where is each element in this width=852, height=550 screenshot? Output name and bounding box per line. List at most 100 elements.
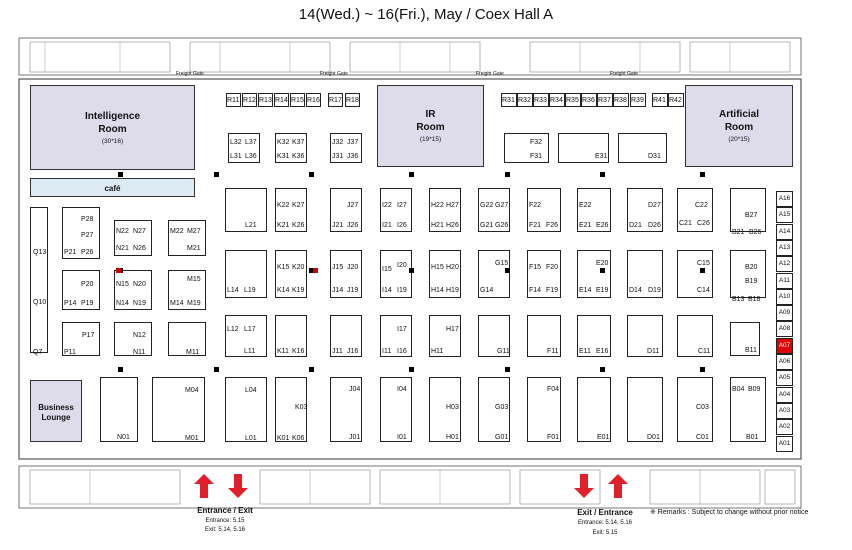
booth-block[interactable] — [330, 133, 362, 163]
booth-block[interactable] — [730, 377, 766, 442]
booth-block[interactable] — [577, 315, 611, 357]
booth-a13[interactable]: A13 — [776, 239, 793, 256]
booth-block[interactable] — [577, 250, 611, 298]
booth-block[interactable] — [100, 377, 138, 442]
booth-block[interactable] — [114, 220, 152, 256]
booth-block[interactable] — [62, 207, 100, 259]
booth-block[interactable] — [527, 188, 561, 232]
booth-a07[interactable]: A07 — [776, 337, 793, 354]
booth-a08[interactable]: A08 — [776, 321, 793, 338]
booth-block[interactable] — [501, 93, 517, 107]
booth-block[interactable] — [274, 93, 289, 107]
booth-block[interactable] — [677, 315, 713, 357]
booth-block[interactable] — [62, 322, 100, 356]
booth-block[interactable] — [677, 377, 713, 442]
booth-block[interactable] — [275, 315, 307, 357]
booth-block[interactable] — [330, 377, 362, 442]
booth-block[interactable] — [478, 250, 510, 298]
booth-block[interactable] — [380, 188, 412, 232]
booth-a05[interactable]: A05 — [776, 370, 793, 387]
booth-block[interactable] — [114, 270, 152, 310]
booth-a06[interactable]: A06 — [776, 354, 793, 370]
booth-block[interactable] — [258, 93, 273, 107]
booth-block[interactable] — [668, 93, 684, 107]
booth-block[interactable] — [504, 133, 549, 163]
booth-block[interactable] — [478, 315, 510, 357]
booth-block[interactable] — [328, 93, 343, 107]
booth-block[interactable] — [168, 322, 206, 356]
booth-a04[interactable]: A04 — [776, 386, 793, 403]
booth-block[interactable] — [527, 315, 561, 357]
booth-block[interactable] — [730, 250, 766, 298]
booth-block[interactable] — [730, 322, 760, 356]
booth-block[interactable] — [527, 250, 561, 298]
booth-block[interactable] — [429, 315, 461, 357]
booth-block[interactable] — [275, 250, 307, 298]
booth-block[interactable] — [517, 93, 533, 107]
booth-a16[interactable]: A16 — [776, 191, 793, 207]
booth-block[interactable] — [306, 93, 321, 107]
booth-block[interactable] — [577, 377, 611, 442]
booth-block[interactable] — [330, 315, 362, 357]
booth-block[interactable] — [565, 93, 581, 107]
booth-block[interactable] — [168, 270, 206, 310]
booth-block[interactable] — [478, 377, 510, 442]
booth-block[interactable] — [677, 188, 713, 232]
booth-a10[interactable]: A10 — [776, 288, 793, 305]
booth-block[interactable] — [549, 93, 565, 107]
booth-block[interactable] — [429, 377, 461, 442]
booth-block[interactable] — [652, 93, 668, 107]
booth-block[interactable] — [114, 322, 152, 356]
booth-block[interactable] — [225, 188, 267, 232]
booth-block[interactable] — [627, 250, 663, 298]
booth-a15[interactable]: A15 — [776, 207, 793, 224]
booth-block[interactable] — [429, 250, 461, 298]
booth-a12[interactable]: A12 — [776, 256, 793, 273]
booth-block[interactable] — [627, 315, 663, 357]
booth-block[interactable] — [275, 133, 307, 163]
booth-block[interactable] — [533, 93, 549, 107]
booth-block[interactable] — [478, 188, 510, 232]
booth-block[interactable] — [225, 377, 267, 442]
booth-block[interactable] — [30, 207, 48, 353]
booth-block[interactable] — [613, 93, 629, 107]
booth-block[interactable] — [527, 377, 561, 442]
booth-block[interactable] — [581, 93, 597, 107]
booth-a03[interactable]: A03 — [776, 402, 793, 419]
booth-block[interactable] — [226, 93, 241, 107]
booth-block[interactable] — [730, 188, 766, 232]
booth-block[interactable] — [228, 133, 260, 163]
booth-block[interactable] — [62, 270, 100, 310]
booth-block[interactable] — [577, 188, 611, 232]
booth-block[interactable] — [558, 133, 609, 163]
booth-block[interactable] — [225, 315, 267, 357]
booth-block[interactable] — [429, 188, 461, 232]
booth-block[interactable] — [380, 377, 412, 442]
booth-block[interactable] — [275, 188, 307, 232]
booth-block[interactable] — [597, 93, 613, 107]
booth-block[interactable] — [290, 93, 305, 107]
booth-block[interactable] — [242, 93, 257, 107]
booth-block[interactable] — [275, 377, 307, 442]
booth-block[interactable] — [168, 220, 206, 256]
booth-a09[interactable]: A09 — [776, 305, 793, 322]
booth-block[interactable] — [330, 250, 362, 298]
booth-block[interactable] — [380, 315, 412, 357]
booth-block[interactable] — [380, 250, 412, 298]
booth-block[interactable] — [345, 93, 360, 107]
booth-block[interactable] — [630, 93, 646, 107]
booth-block[interactable] — [627, 188, 663, 232]
booth-block[interactable] — [627, 377, 663, 442]
cafe[interactable]: café — [30, 178, 195, 197]
booth-block[interactable] — [677, 250, 713, 298]
booth-block[interactable] — [618, 133, 667, 163]
booth-block[interactable] — [330, 188, 362, 232]
booth-a11[interactable]: A11 — [776, 272, 793, 289]
booth-block[interactable] — [152, 377, 205, 442]
booth-a01[interactable]: A01 — [776, 435, 793, 452]
booth-a14[interactable]: A14 — [776, 223, 793, 240]
